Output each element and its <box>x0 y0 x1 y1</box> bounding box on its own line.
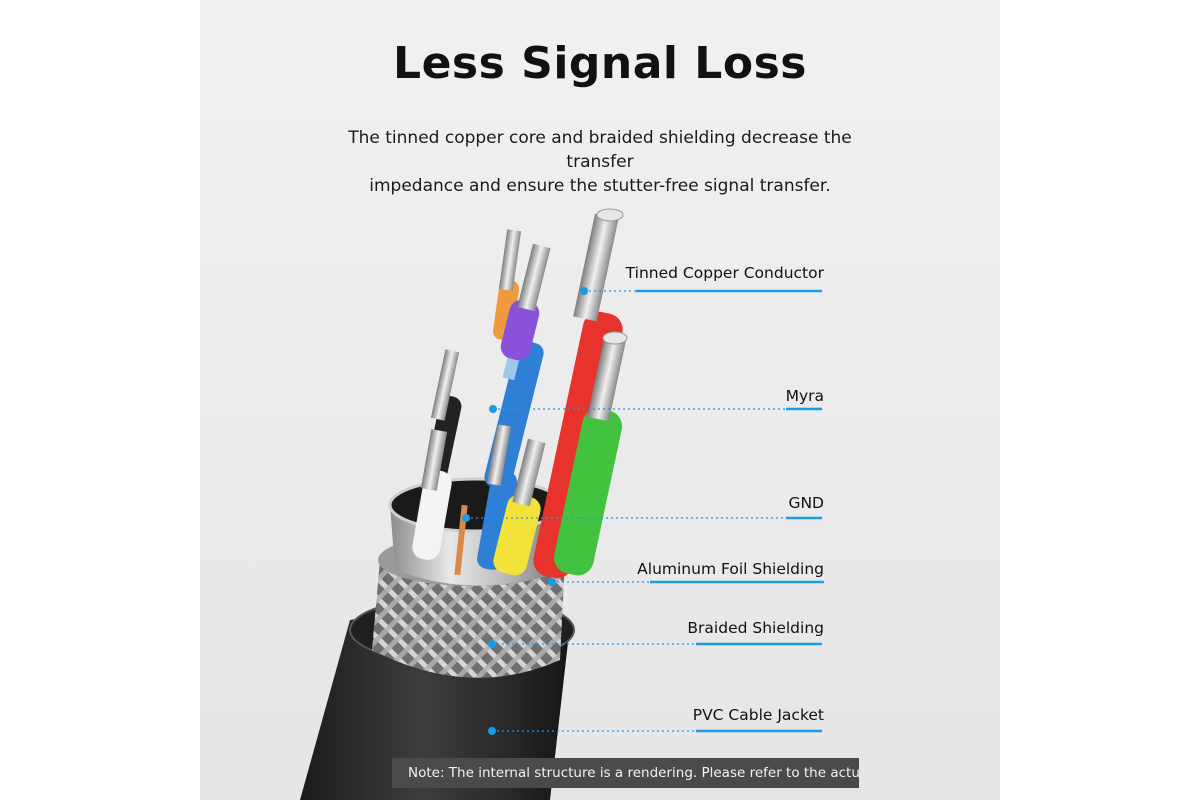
dot-conductor <box>580 287 588 295</box>
dot-gnd <box>462 514 470 522</box>
dot-foil <box>548 578 556 586</box>
green-wire <box>553 331 628 576</box>
cable-cross-section-illustration <box>300 208 824 800</box>
subtitle-line-2: impedance and ensure the stutter-free si… <box>369 176 831 196</box>
disclaimer-note: Note: The internal structure is a render… <box>392 758 859 788</box>
callout-label-myra: Myra <box>785 387 824 405</box>
yellow-wire <box>493 438 546 576</box>
purple-wire <box>500 243 551 361</box>
copper-drain-wire <box>454 504 468 576</box>
callout-label-jacket: PVC Cable Jacket <box>692 706 824 724</box>
callout-label-foil: Aluminum Foil Shielding <box>637 560 824 578</box>
page-title: Less Signal Loss <box>393 38 807 89</box>
dot-braid <box>488 640 496 648</box>
callout-label-conductor: Tinned Copper Conductor <box>625 264 824 282</box>
subtitle-line-1: The tinned copper core and braided shiel… <box>348 128 852 172</box>
white-wire <box>412 429 452 560</box>
dot-myra <box>489 405 497 413</box>
dot-jacket <box>488 727 496 735</box>
blue-wire <box>477 424 517 570</box>
page-subtitle: The tinned copper core and braided shiel… <box>330 126 870 198</box>
callout-label-gnd: GND <box>788 494 824 512</box>
product-panel: Less Signal Loss The tinned copper core … <box>200 0 1000 800</box>
callout-label-braid: Braided Shielding <box>687 619 824 637</box>
